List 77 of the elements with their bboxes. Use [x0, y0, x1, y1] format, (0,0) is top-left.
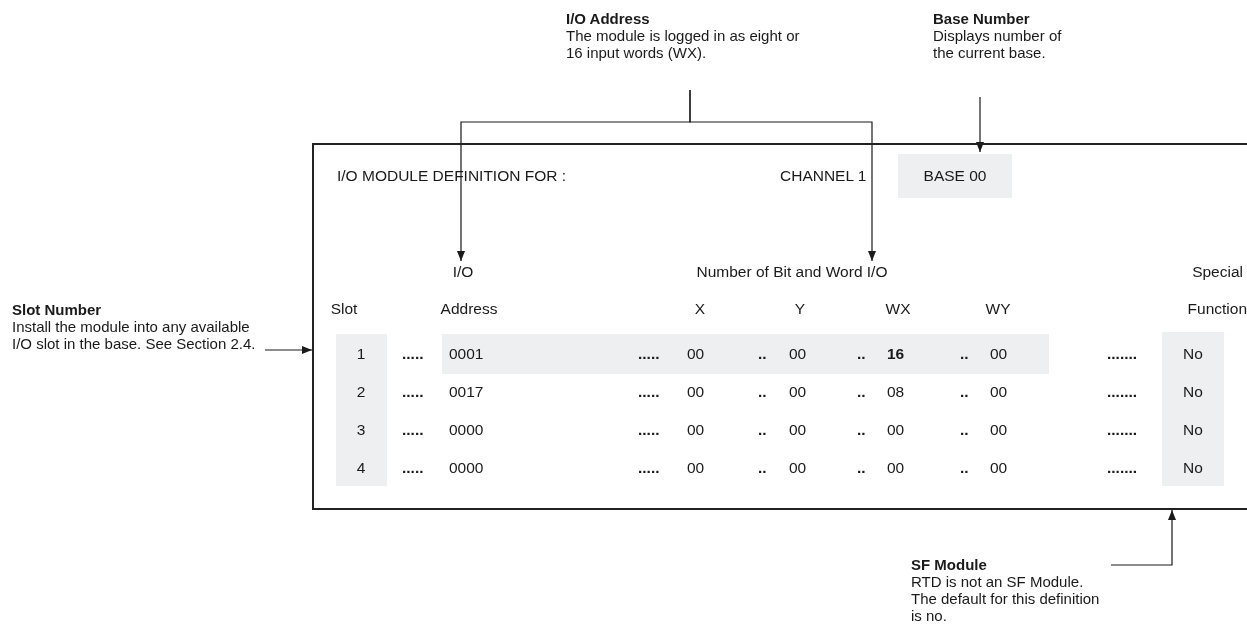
column-header: WY	[985, 300, 1011, 318]
dot-leader: .....	[638, 345, 660, 363]
table-cell: 4	[356, 459, 366, 477]
column-header: Special	[1192, 263, 1243, 281]
dot-leader: .....	[638, 459, 660, 477]
table-cell: 00	[789, 421, 807, 439]
arrow	[689, 89, 876, 262]
dot-leader: ..	[758, 383, 767, 401]
table-cell: 16	[887, 345, 905, 363]
dot-leader: ..	[857, 421, 866, 439]
table-cell: 3	[356, 421, 366, 439]
column-header: I/O	[440, 263, 486, 281]
arrow	[264, 346, 313, 354]
table-cell: 00	[687, 459, 705, 477]
callout-text: RTD is not an SF Module. The default for this definition is no.	[911, 573, 1101, 624]
dot-leader: .......	[1107, 459, 1138, 477]
table-cell: 00	[990, 345, 1008, 363]
dot-leader: ..	[857, 345, 866, 363]
dot-leader: .......	[1107, 383, 1138, 401]
table-cell: 00	[990, 421, 1008, 439]
arrow	[1110, 509, 1176, 566]
table-cell: 00	[687, 383, 705, 401]
table-cell: No	[1183, 345, 1203, 363]
dot-leader: .....	[638, 383, 660, 401]
table-cell: No	[1183, 383, 1203, 401]
screen-panel	[312, 143, 1247, 510]
dot-leader: ..	[857, 459, 866, 477]
callout-text: The module is logged in as eight or 16 input words (WX).	[566, 27, 801, 61]
dot-leader: ..	[758, 345, 767, 363]
table-cell: 00	[789, 459, 807, 477]
table-cell: 0001	[449, 345, 484, 363]
column-header: Address	[440, 300, 498, 318]
column-header: Function	[1187, 300, 1247, 318]
arrow	[976, 96, 984, 153]
dot-leader: ..	[857, 383, 866, 401]
dot-leader: ..	[960, 383, 969, 401]
table-cell: 1	[356, 345, 366, 363]
column-header: WX	[885, 300, 911, 318]
column-header: X	[694, 300, 706, 318]
dot-leader: .....	[402, 345, 424, 363]
dot-leader: .....	[638, 421, 660, 439]
table-cell: 00	[887, 459, 905, 477]
dot-leader: ..	[758, 459, 767, 477]
table-cell: 00	[887, 421, 905, 439]
table-cell: 0017	[449, 383, 484, 401]
base-field: BASE 00	[898, 154, 1012, 198]
callout-heading: Slot Number	[12, 301, 103, 318]
callout-text: Displays number of the current base.	[933, 27, 1063, 61]
dot-leader: .....	[402, 421, 424, 439]
table-cell: 00	[687, 421, 705, 439]
table-cell: 00	[990, 459, 1008, 477]
dot-leader: ..	[960, 421, 969, 439]
table-cell: 00	[789, 383, 807, 401]
dot-leader: .......	[1107, 421, 1138, 439]
table-cell: No	[1183, 421, 1203, 439]
table-cell: 00	[687, 345, 705, 363]
dot-leader: ..	[960, 345, 969, 363]
table-cell: 00	[789, 345, 807, 363]
table-cell: 2	[356, 383, 366, 401]
callout-heading: SF Module	[911, 556, 988, 573]
table-cell: 0000	[449, 459, 484, 477]
column-header: Number of Bit and Word I/O	[657, 263, 927, 281]
callout-heading: I/O Address	[566, 10, 651, 27]
column-header: Slot	[330, 300, 358, 318]
table-cell: No	[1183, 459, 1203, 477]
table-cell: 08	[887, 383, 905, 401]
dot-leader: ..	[758, 421, 767, 439]
screen-heading: CHANNEL 1	[780, 167, 867, 185]
dot-leader: ..	[960, 459, 969, 477]
dot-leader: .....	[402, 383, 424, 401]
table-cell: 0000	[449, 421, 484, 439]
dot-leader: .....	[402, 459, 424, 477]
dot-leader: .......	[1107, 345, 1138, 363]
column-header: Y	[794, 300, 806, 318]
callout-text: Install the module into any available I/O slot in the base. See Section 2.4.	[12, 318, 257, 352]
table-cell: 00	[990, 383, 1008, 401]
callout-heading: Base Number	[933, 10, 1031, 27]
